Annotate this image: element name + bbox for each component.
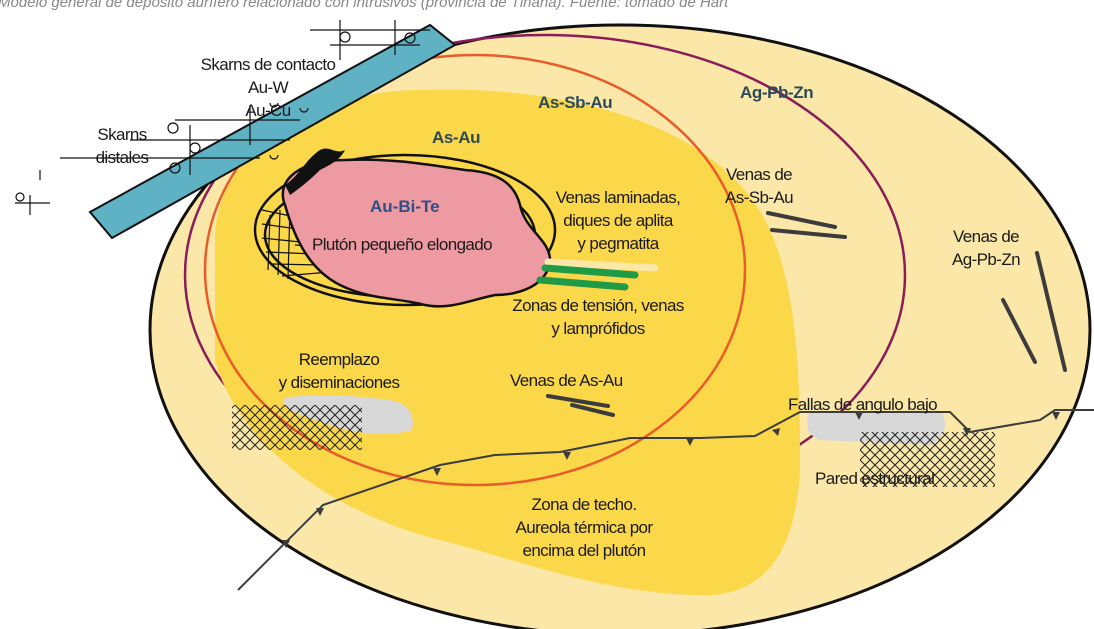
- label-pared: Pared estructural: [815, 469, 934, 488]
- figure-caption: Modelo general de depósito aurífero rela…: [0, 0, 729, 11]
- skarns-contacto-line-1: Skarns de contacto: [201, 55, 336, 74]
- venas-laminadas-line-1: Venas laminadas,: [556, 188, 681, 207]
- venas-laminadas-line-3: y pegmatita: [577, 234, 659, 253]
- reemplazo-line-2: y diseminaciones: [279, 373, 400, 392]
- label-fallas: Fallas de angulo bajo: [788, 395, 937, 414]
- tension-vein-2: [536, 276, 629, 291]
- venas-as-sb-au-line-2: As-Sb-Au: [725, 188, 793, 207]
- zona-techo-line-3: encima del plutón: [522, 541, 645, 560]
- zone-label-au-bi-te: Au-Bi-Te: [370, 197, 440, 216]
- skarn-band: [88, 23, 457, 240]
- zona-techo-line-1: Zona de techo.: [531, 495, 636, 514]
- label-venas-ag-pb-zn: Venas de Ag-Pb-Zn: [952, 227, 1021, 269]
- zone-label-ag-pb-zn: Ag-Pb-Zn: [740, 83, 813, 102]
- fault-teeth: [282, 412, 1060, 548]
- pluton-aureole-outer: [253, 153, 557, 307]
- zone-label-as-au: As-Au: [432, 128, 480, 147]
- reemplazo-line-1: Reemplazo: [299, 350, 380, 369]
- venas-laminadas-line-2: diques de aplita: [563, 211, 674, 230]
- label-venas-laminadas: Venas laminadas, diques de aplita y pegm…: [556, 188, 681, 253]
- label-skarns-contacto: Skarns de contacto Au-W Au-Cu: [201, 55, 336, 120]
- aplite-dike: [544, 258, 659, 272]
- label-venas-as-sb-au: Venas de As-Sb-Au: [725, 165, 794, 207]
- zone-label-as-sb-au: As-Sb-Au: [538, 93, 612, 112]
- skarns-distales-line-1: Skarns: [97, 125, 146, 144]
- venas-as-sb-au-line-1: Venas de: [726, 165, 792, 184]
- pared-hatch: [860, 432, 995, 487]
- vein-lines: [546, 211, 1067, 417]
- venas-ag-pb-zn-line-1: Venas de: [953, 227, 1019, 246]
- label-zonas-tension: Zonas de tensión, venas y lamprófidos: [512, 296, 684, 338]
- skarns-contacto-line-2: Au-W: [248, 78, 289, 97]
- skarns-distales-line-2: distales: [96, 148, 149, 167]
- zonas-tension-line-2: y lamprófidos: [551, 319, 644, 338]
- zonas-tension-line-1: Zonas de tensión, venas: [512, 296, 684, 315]
- label-pluton: Plutón pequeño elongado: [312, 235, 492, 254]
- as-au-boundary: [203, 53, 747, 487]
- fault-line: [237, 409, 1094, 591]
- tension-vein-1: [541, 264, 639, 279]
- skarns-contacto-line-3: Au-Cu: [245, 101, 290, 120]
- label-zona-techo: Zona de techo. Aureola térmica por encim…: [516, 495, 654, 560]
- reemplazo-hatch: [232, 405, 362, 450]
- label-venas-as-au: Venas de As-Au: [510, 371, 623, 390]
- venas-ag-pb-zn-line-2: Ag-Pb-Zn: [952, 250, 1020, 269]
- skarn-symbols: [15, 20, 430, 215]
- label-reemplazo: Reemplazo y diseminaciones: [279, 350, 400, 392]
- zona-techo-line-2: Aureola térmica por: [516, 518, 654, 537]
- skarn-contact-veins: [285, 148, 345, 195]
- label-skarns-distales: Skarns distales: [96, 125, 150, 167]
